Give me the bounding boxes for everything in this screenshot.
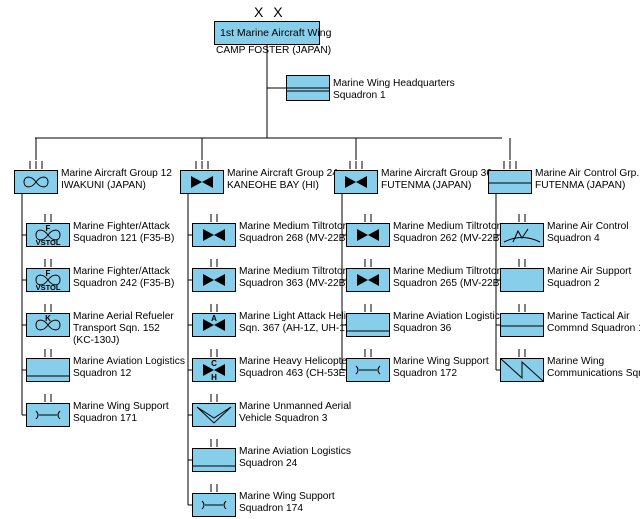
group-2-unit-4-label-2: Squadron 463 (CH-53E) <box>239 368 349 379</box>
group-3-unit-4-symbol <box>346 349 390 382</box>
group-4-unit-4-symbol <box>500 349 544 382</box>
group-2-unit-4-label-1: Marine Heavy Helicopter <box>239 356 351 367</box>
group-2-unit-3-label-2: Sqn. 367 (AH-1Z, UH-1Y) <box>239 323 356 334</box>
group-1-location: IWAKUNI (JAPAN) <box>61 180 146 191</box>
group-3-unit-4-label-2: Squadron 172 <box>393 368 458 379</box>
group-1-unit-3-symbol: K <box>26 304 70 337</box>
group-1-unit-3-label-2: Transport Sqn. 152 <box>73 323 160 334</box>
group-2-unit-7-label-2: Squadron 174 <box>239 503 304 514</box>
group-1-unit-1-label-1: Marine Fighter/Attack <box>73 221 170 232</box>
group-1-unit-2-label-1: Marine Fighter/Attack <box>73 266 170 277</box>
group-1-unit-2-symbol: F VSTOL <box>26 259 70 292</box>
group-2-unit-5-label-2: Vehicle Squadron 3 <box>239 413 328 424</box>
group-2-unit-1-symbol <box>192 214 236 247</box>
group-2-unit-2-symbol <box>192 259 236 292</box>
group-4-symbol <box>488 161 532 194</box>
group-1-unit-2-label-2: Squadron 242 (F35-B) <box>73 278 175 289</box>
group-4-unit-4-label-1: Marine Wing <box>547 356 605 367</box>
group-3-unit-3-label-2: Squadron 36 <box>393 323 452 334</box>
group-1-unit-5-label-2: Squadron 171 <box>73 413 138 424</box>
group-4-unit-1-label-2: Squadron 4 <box>547 233 600 244</box>
group-3-unit-1-label-1: Marine Medium Tiltrotor <box>393 221 500 232</box>
group-2-unit-7-symbol <box>192 484 236 517</box>
group-1-unit-1-symbol: F VSTOL <box>26 214 70 247</box>
group-2-location: KANEOHE BAY (HI) <box>227 180 319 191</box>
group-2-unit-3-symbol: A <box>192 304 236 337</box>
mwhs-line1: Marine Wing Headquarters <box>333 78 455 89</box>
hq-location: CAMP FOSTER (JAPAN) <box>216 45 332 56</box>
mwhs-unit-symbol <box>286 75 330 101</box>
group-3-unit-1-label-2: Squadron 262 (MV-22B) <box>393 233 503 244</box>
group-4-unit-1-label-1: Marine Air Control <box>547 221 629 232</box>
group-1-unit-1-label-2: Squadron 121 (F35-B) <box>73 233 175 244</box>
svg-text:K: K <box>45 314 51 323</box>
group-4-unit-4-label-2: Communications Sqn. 18 <box>547 368 640 379</box>
group-2-name: Marine Aircraft Group 24 <box>227 168 338 179</box>
group-4-unit-2-label-2: Squadron 2 <box>547 278 600 289</box>
group-1-unit-5-symbol <box>26 394 70 427</box>
group-3-location: FUTENMA (JAPAN) <box>381 180 472 191</box>
group-3-name: Marine Aircraft Group 36 <box>381 168 492 179</box>
group-1-unit-3-label-1: Marine Aerial Refueler <box>73 311 174 322</box>
group-4-unit-3-label-2: Commnd Squadron 18 <box>547 323 640 334</box>
mwhs-line2: Squadron 1 <box>333 90 386 101</box>
group-2-unit-2-label-1: Marine Medium Tiltrotor <box>239 266 346 277</box>
group-2-unit-5-label-1: Marine Unmanned Aerial <box>239 401 352 412</box>
group-2-unit-6-label-1: Marine Aviation Logistics <box>239 446 351 457</box>
group-4-unit-1-symbol <box>500 214 544 247</box>
group-2-symbol <box>180 161 224 194</box>
group-2-unit-5-symbol <box>192 394 236 427</box>
group-3-unit-3-symbol <box>346 304 390 337</box>
group-1-unit-4-label-2: Squadron 12 <box>73 368 132 379</box>
group-4-unit-3-label-1: Marine Tactical Air <box>547 311 630 322</box>
group-2-unit-1-label-1: Marine Medium Tiltrotor <box>239 221 346 232</box>
group-3-symbol <box>334 161 378 194</box>
group-1-unit-3-label-3: (KC-130J) <box>73 335 120 346</box>
group-1-symbol <box>14 161 58 194</box>
group-2-unit-3-label-1: Marine Light Attack Heli. <box>239 311 349 322</box>
group-4-location: FUTENMA (JAPAN) <box>535 180 626 191</box>
group-4-name: Marine Air Control Grp. 18 <box>535 168 640 179</box>
svg-text:A: A <box>211 314 217 323</box>
svg-text:F: F <box>46 224 51 233</box>
svg-text:VSTOL: VSTOL <box>36 283 61 292</box>
group-3-unit-2-label-1: Marine Medium Tiltrotor <box>393 266 500 277</box>
group-2-unit-2-label-2: Squadron 363 (MV-22B) <box>239 278 349 289</box>
group-3-unit-3-label-1: Marine Aviation Logistics <box>393 311 505 322</box>
group-1-unit-5-label-1: Marine Wing Support <box>73 401 169 412</box>
group-4-unit-2-label-1: Marine Air Support <box>547 266 632 277</box>
group-4-unit-2-symbol <box>500 259 544 292</box>
group-2-unit-1-label-2: Squadron 268 (MV-22B) <box>239 233 349 244</box>
group-2-unit-4-symbol: CH <box>192 349 236 382</box>
group-1-unit-4-label-1: Marine Aviation Logistics <box>73 356 185 367</box>
svg-text:H: H <box>211 373 217 382</box>
group-3-unit-2-label-2: Squadron 265 (MV-22B) <box>393 278 503 289</box>
group-1-unit-4-symbol <box>26 349 70 382</box>
group-3-unit-2-symbol <box>346 259 390 292</box>
group-3-unit-1-symbol <box>346 214 390 247</box>
svg-text:VSTOL: VSTOL <box>36 238 61 247</box>
group-2-unit-6-symbol <box>192 439 236 472</box>
group-4-unit-3-symbol <box>500 304 544 337</box>
group-1-name: Marine Aircraft Group 12 <box>61 168 172 179</box>
hq-name: 1st Marine Aircraft Wing <box>220 27 332 39</box>
group-2-unit-7-label-1: Marine Wing Support <box>239 491 335 502</box>
svg-text:C: C <box>211 359 217 368</box>
group-3-unit-4-label-1: Marine Wing Support <box>393 356 489 367</box>
hq-unit-symbol <box>214 21 320 45</box>
svg-text:F: F <box>46 269 51 278</box>
group-2-unit-6-label-2: Squadron 24 <box>239 458 298 469</box>
hq-echelon: X X <box>254 4 286 20</box>
